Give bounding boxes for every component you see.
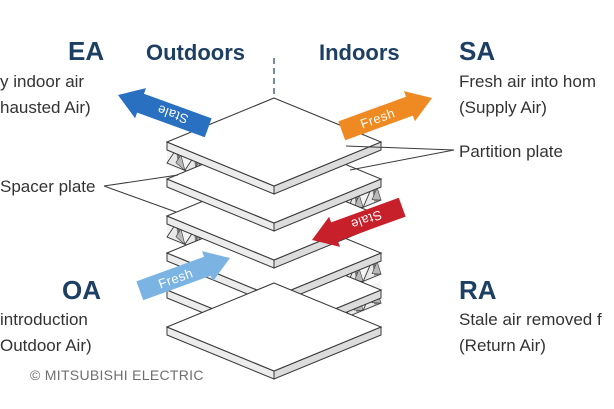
supply-arrow: Fresh — [338, 91, 432, 141]
ea-description-line2: hausted Air) — [0, 98, 91, 117]
spacer-plate-label: Spacer plate — [0, 177, 96, 196]
outdoors-heading: Outdoors — [146, 40, 245, 65]
exhaust-arrow: Stale — [118, 88, 212, 138]
partition-plate-label: Partition plate — [459, 142, 563, 161]
sa-code: SA — [459, 36, 496, 66]
ea-description-line1: y indoor air — [0, 72, 85, 91]
ra-description-line2: (Return Air) — [459, 336, 546, 355]
sa-description-line2: (Supply Air) — [459, 98, 547, 117]
plate-stack — [165, 97, 383, 380]
ea-code: EA — [68, 36, 105, 66]
oa-description-line2: Outdoor Air) — [0, 336, 92, 355]
ra-code: RA — [459, 275, 497, 305]
copyright-credit: © MITSUBISHI ELECTRIC — [30, 367, 204, 383]
sa-description-line1: Fresh air into hom — [459, 72, 596, 91]
partition-leader — [349, 149, 455, 171]
spacer-leader — [103, 174, 179, 187]
indoors-heading: Indoors — [319, 40, 400, 65]
leader-lines — [103, 145, 455, 213]
oa-code: OA — [62, 275, 101, 305]
partition-plate — [165, 282, 383, 380]
partition-leader — [345, 145, 455, 151]
ra-description-line1: Stale air removed f — [459, 310, 602, 329]
oa-description-line1: introduction — [0, 310, 88, 329]
spacer-leader — [103, 185, 177, 213]
partition-plate — [165, 97, 383, 195]
